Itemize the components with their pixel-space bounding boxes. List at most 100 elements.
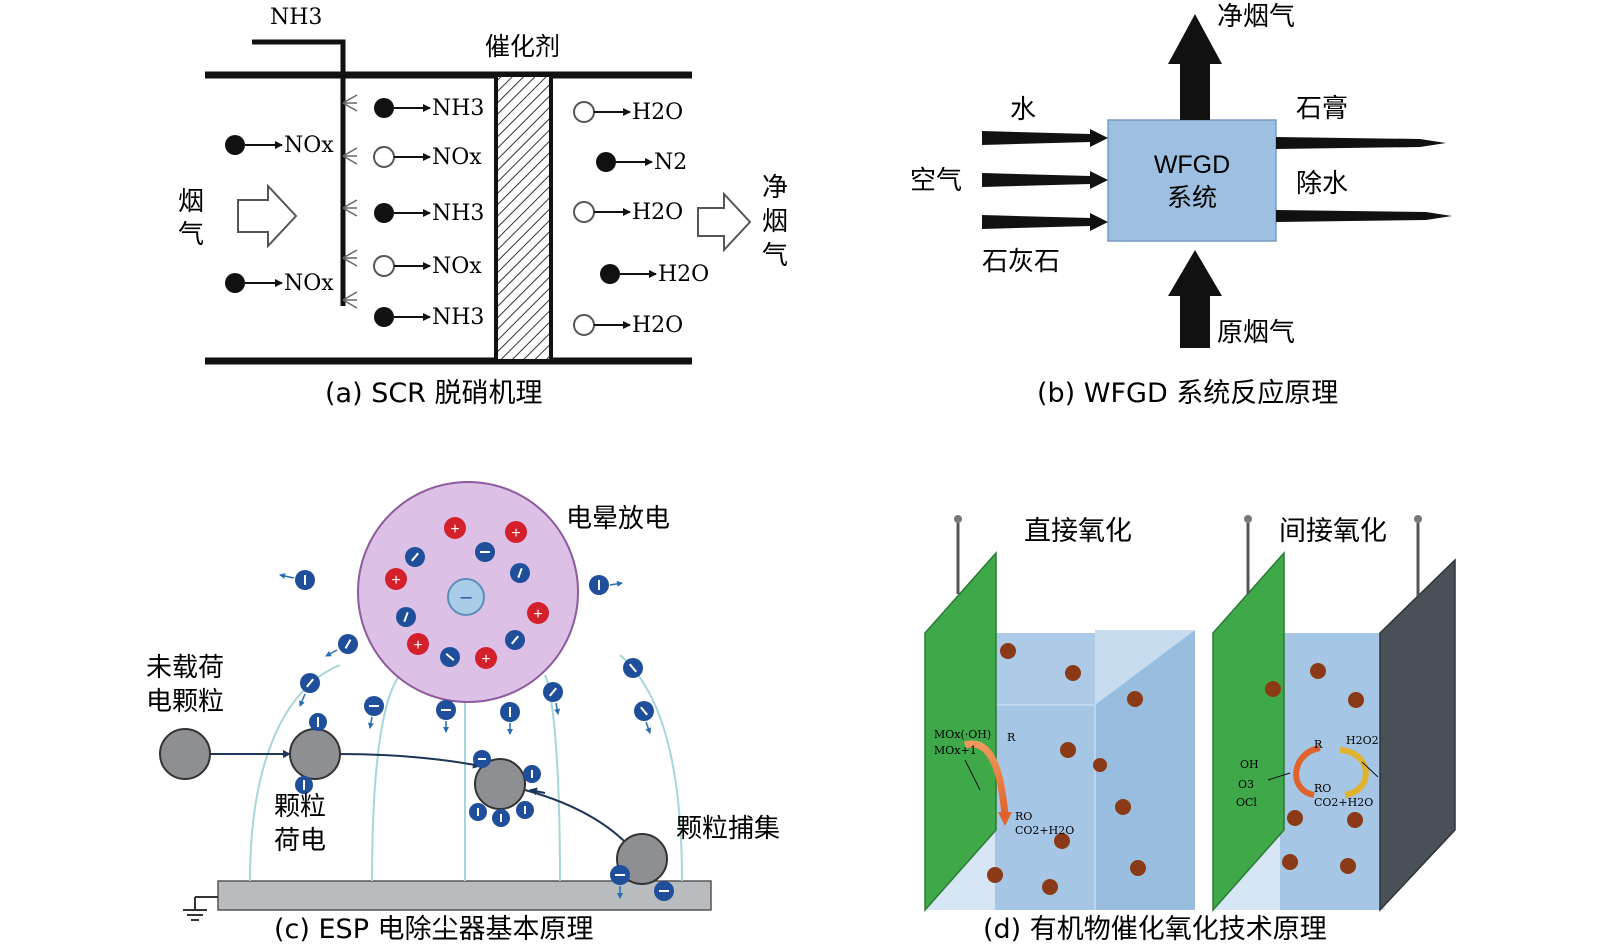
- input-label-air: 空气: [910, 166, 962, 196]
- negative-ion: [543, 682, 563, 702]
- positive-ion: +: [505, 521, 527, 543]
- panel-d-oxidation: MOx(·OH) MOx+1 R RO CO2+H2O 直接氧化: [924, 515, 1456, 945]
- negative-ion: [634, 701, 654, 721]
- direct-co2-label: CO2+H2O: [1015, 824, 1074, 837]
- dewater-out-arrow: [1276, 210, 1452, 222]
- panel-a-scr: NH3 催化剂 烟 气 净 烟 气 NOx NOx: [178, 5, 788, 409]
- direct-r-label: R: [1007, 731, 1016, 744]
- species-label: H2O: [632, 100, 683, 125]
- species-label: H2O: [658, 262, 709, 287]
- mid-molecule: NOx: [373, 145, 482, 170]
- raw-gas-in-arrow: [1168, 250, 1222, 348]
- caption-a: (a) SCR 脱硝机理: [325, 378, 543, 409]
- left-nox-molecule: NOx: [225, 133, 334, 158]
- anode-plate: [1212, 551, 1285, 912]
- direct-ro-label: RO: [1015, 810, 1032, 823]
- uncharged-label-line2: 电颗粒: [146, 687, 224, 717]
- charging-label-line1: 颗粒: [274, 792, 326, 822]
- negative-ion: [510, 563, 530, 583]
- negative-ion: [475, 542, 495, 562]
- ion-drift-arrows: [279, 573, 652, 735]
- flue-gas-inlet-arrow: [237, 183, 298, 249]
- wfgd-box-line1: WFGD: [1154, 151, 1230, 179]
- negative-ion: [300, 673, 320, 693]
- uncharged-label-line1: 未载荷: [146, 653, 224, 683]
- particle-path-arrow: [529, 787, 546, 796]
- ind-r-label: R: [1314, 738, 1323, 751]
- electrode-minus-sign: –: [460, 586, 472, 608]
- limestone-in-arrow: [982, 213, 1108, 231]
- pollutant-particles: [1265, 663, 1364, 874]
- uncharged-particle: [159, 728, 211, 780]
- caption-b: (b) WFGD 系统反应原理: [1037, 378, 1338, 409]
- catalyst-bed: [494, 73, 553, 363]
- top-output-label: 净烟气: [1217, 2, 1295, 32]
- direct-oxidation-label: 直接氧化: [1024, 516, 1132, 547]
- negative-ion: [589, 575, 609, 595]
- cathode-plate: [1379, 558, 1456, 912]
- negative-ion: [500, 702, 520, 722]
- output-label-dewater: 除水: [1296, 169, 1348, 199]
- svg-text:+: +: [511, 525, 520, 542]
- indirect-oxidation-cell: OH O3 OCl R H2O2 RO CO2+H2O 间接氧化: [1212, 515, 1456, 912]
- product-molecule: H2O: [600, 262, 709, 287]
- charging-particle: [289, 713, 341, 794]
- inlet-gas-char-1: 烟: [178, 187, 204, 217]
- positive-ion: +: [407, 633, 429, 655]
- svg-text:+: +: [391, 572, 400, 589]
- collected-particle: [610, 833, 674, 901]
- svg-text:+: +: [533, 606, 542, 623]
- mid-molecule: NH3: [374, 96, 484, 121]
- positive-ion: +: [444, 517, 466, 539]
- species-label: NH3: [432, 305, 484, 330]
- negative-ion: [505, 630, 525, 650]
- outlet-gas-char-3: 气: [762, 241, 788, 271]
- negative-ions: [295, 542, 654, 722]
- positive-ion: +: [385, 568, 407, 590]
- liquid-side: [1095, 630, 1195, 910]
- catalyst-label: 催化剂: [485, 32, 560, 61]
- reaction-pointer: [1361, 761, 1379, 778]
- wfgd-box-line2: 系统: [1167, 183, 1217, 212]
- input-label-water: 水: [1010, 95, 1036, 125]
- species-label: H2O: [632, 200, 683, 225]
- direct-mox-label: MOx(·OH): [934, 728, 991, 741]
- negative-ion: [436, 700, 456, 720]
- negative-ion: [338, 634, 358, 654]
- negative-ion: [405, 547, 425, 567]
- discharge-electrode: [447, 578, 485, 616]
- positive-ion: +: [527, 602, 549, 624]
- gypsum-out-arrow: [1276, 137, 1446, 149]
- svg-text:+: +: [413, 637, 422, 654]
- negative-ion: [623, 658, 643, 678]
- nh3-inlet-label: NH3: [270, 5, 322, 30]
- mid-molecule: NH3: [374, 201, 484, 226]
- negative-ion: [440, 647, 460, 667]
- pollutant-particles: [987, 643, 1146, 895]
- positive-ions: + + + + + +: [385, 517, 549, 669]
- collecting-plate: [217, 880, 712, 911]
- positive-ion: +: [475, 647, 497, 669]
- product-molecule: H2O: [573, 100, 683, 125]
- terminal-cap: [954, 515, 962, 523]
- species-label: NH3: [432, 201, 484, 226]
- air-in-arrow: [982, 171, 1108, 189]
- ind-oh-label: OH: [1240, 758, 1259, 771]
- svg-text:+: +: [481, 651, 490, 668]
- outlet-gas-char-1: 净: [762, 173, 788, 203]
- species-label: NOx: [432, 254, 482, 279]
- caption-d: (d) 有机物催化氧化技术原理: [983, 914, 1327, 945]
- direct-mox1-label: MOx+1: [934, 744, 977, 757]
- charging-label-line2: 荷电: [274, 826, 326, 856]
- reaction-arc-head: [998, 812, 1012, 826]
- capture-label: 颗粒捕集: [676, 814, 780, 844]
- ind-h2o2-label: H2O2: [1346, 734, 1379, 747]
- nh3-injection-pipe: [252, 39, 346, 306]
- mid-molecule: NOx: [373, 254, 482, 279]
- output-label-gypsum: 石膏: [1296, 94, 1348, 124]
- indirect-reaction-arc-1: [1293, 745, 1321, 798]
- ind-ocl-label: OCl: [1236, 796, 1257, 809]
- product-molecule: H2O: [573, 313, 683, 338]
- clean-gas-outlet-arrow: [697, 191, 752, 253]
